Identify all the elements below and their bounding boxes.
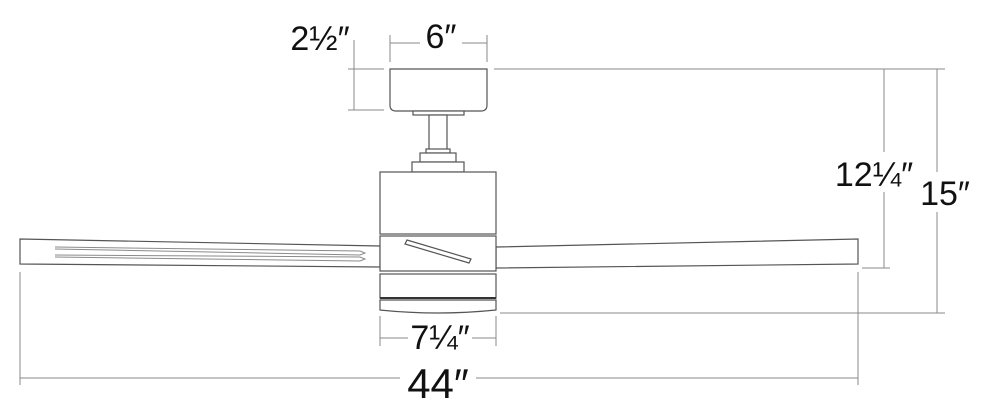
dimension-motor-width: 7¼″: [379, 316, 497, 357]
canopy-height-label: 2½″: [290, 20, 349, 58]
dimension-overall-height: 15″: [500, 69, 975, 314]
motor-width-label: 7¼″: [410, 319, 469, 357]
canopy: [389, 68, 488, 112]
dimension-canopy-height: 2½″: [290, 20, 384, 111]
right-blade: [495, 238, 859, 269]
blade-span-label: 44″: [407, 360, 469, 407]
motor-housing: [379, 171, 497, 314]
ceiling-to-blade-label: 12¼″: [835, 156, 913, 194]
dimension-blade-span: 44″: [19, 272, 859, 407]
canopy-width-label: 6″: [426, 18, 457, 56]
left-blade: [19, 238, 381, 268]
downrod: [411, 110, 465, 173]
overall-height-label: 15″: [920, 175, 970, 213]
dimension-canopy-width: 6″: [389, 18, 488, 62]
dimension-ceiling-to-blade: 12¼″: [835, 69, 914, 269]
